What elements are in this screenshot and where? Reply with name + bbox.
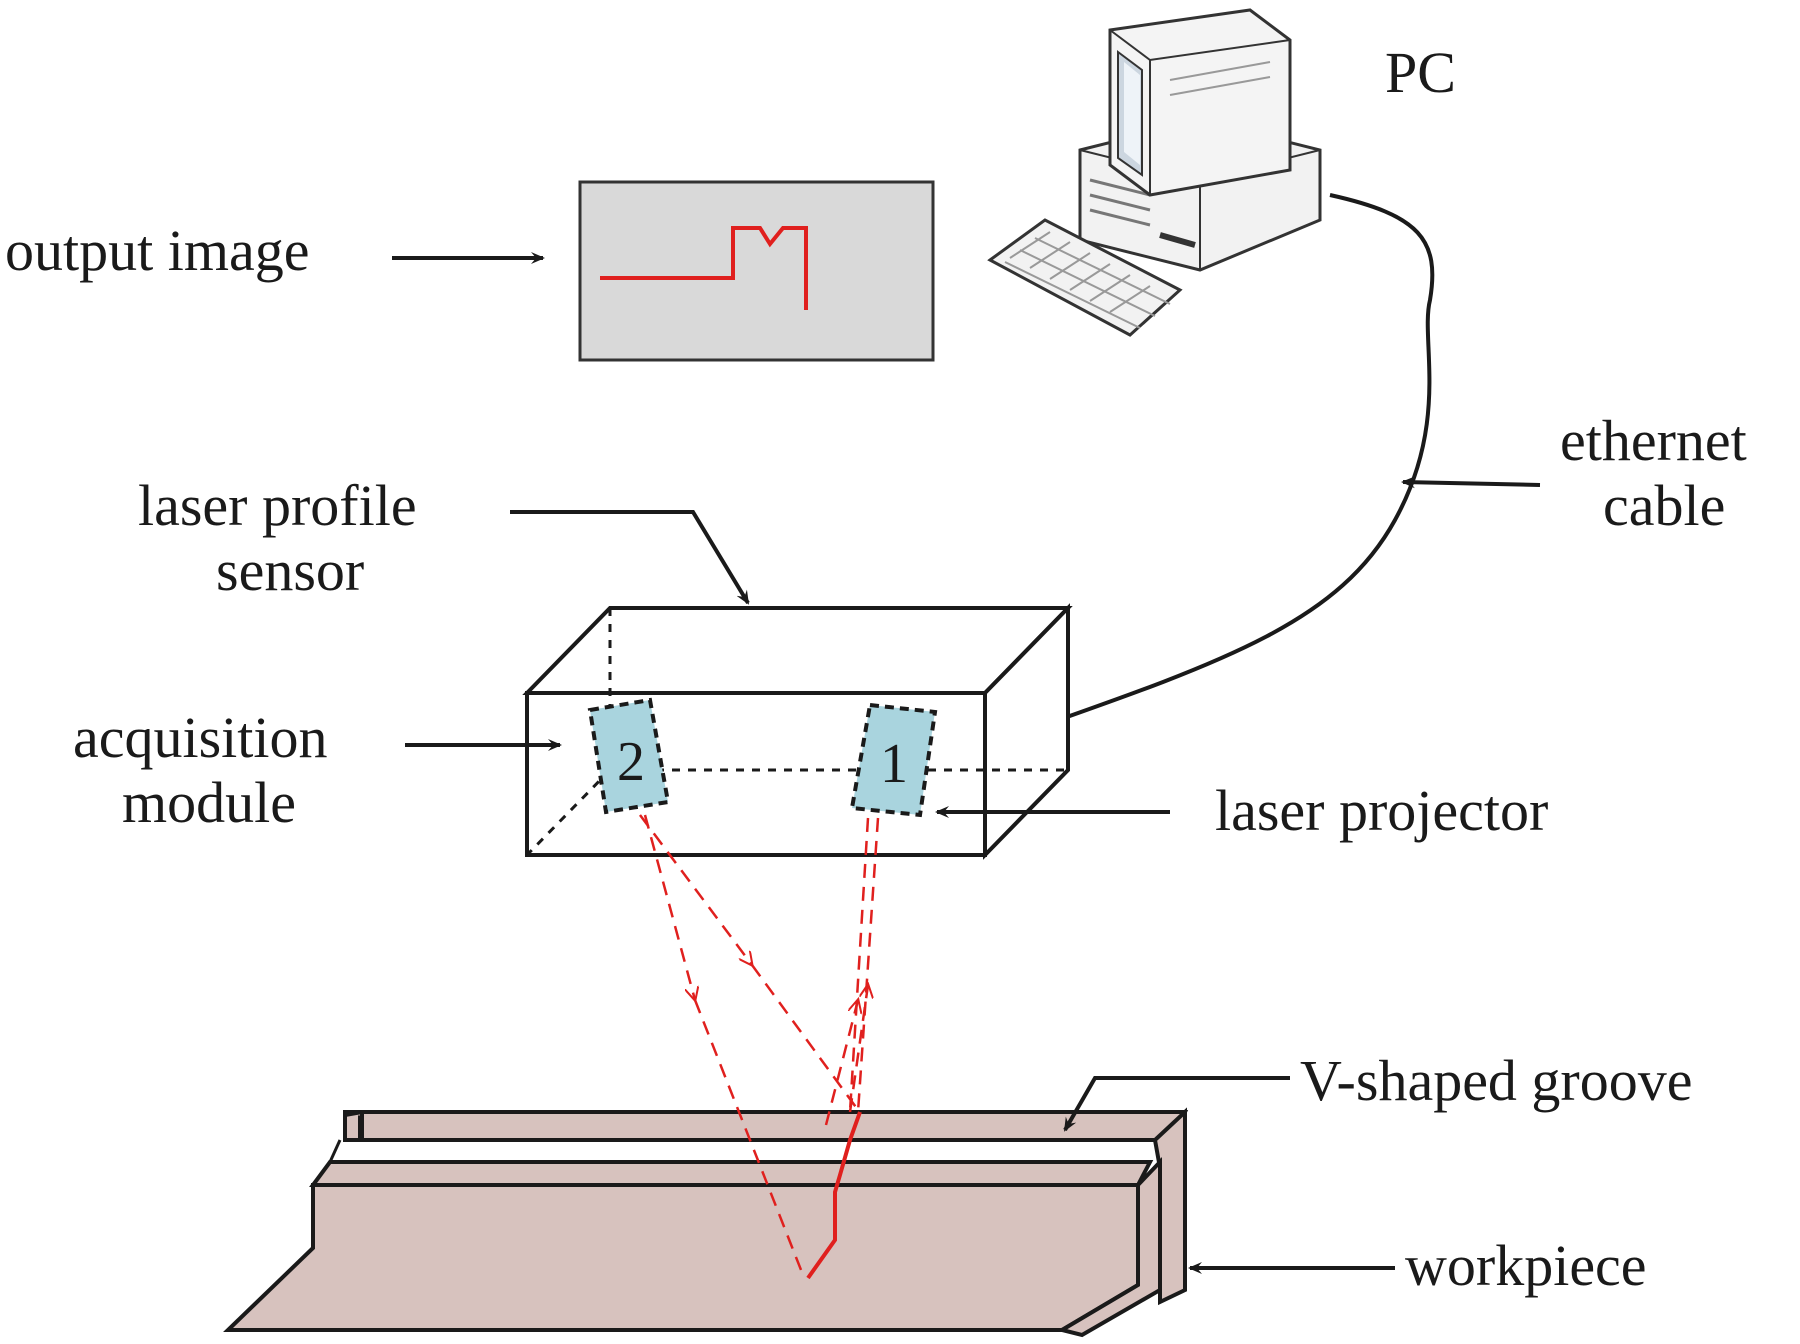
acquisition-module-label-line1: acquisition (73, 705, 328, 770)
workpiece-label: workpiece (1405, 1233, 1647, 1298)
workpiece (223, 1107, 1189, 1338)
acquisition-module-label-line2: module (122, 770, 296, 835)
desktop-computer-icon (987, 8, 1322, 337)
ethernet-cable (1029, 193, 1435, 732)
laser-line-on-workpiece (806, 1111, 862, 1280)
ethernet-cable-label-line2: cable (1603, 473, 1725, 538)
pc-label: PC (1385, 40, 1456, 105)
acquisition-module-number: 2 (617, 731, 645, 793)
output-profile-line (600, 226, 808, 310)
acquisition-module (587, 697, 671, 815)
laser-profile-sensor-label-line1: laser profile (138, 473, 417, 538)
output-image-label: output image (5, 218, 309, 283)
v-groove-arrow (1063, 1076, 1290, 1132)
laser-profile-sensor-label-line2: sensor (216, 538, 364, 603)
laser-beams (638, 814, 880, 1276)
laser-projector-label: laser projector (1215, 778, 1548, 843)
output-image-panel (578, 180, 935, 362)
laser-profile-sensor-arrow (510, 510, 750, 605)
laser-projector-module (849, 702, 938, 818)
ethernet-cable-label-line1: ethernet (1560, 408, 1747, 473)
v-groove-label: V-shaped groove (1300, 1048, 1693, 1113)
laser-projector-number: 1 (880, 733, 908, 795)
ethernet-cable-arrow (1401, 476, 1541, 489)
